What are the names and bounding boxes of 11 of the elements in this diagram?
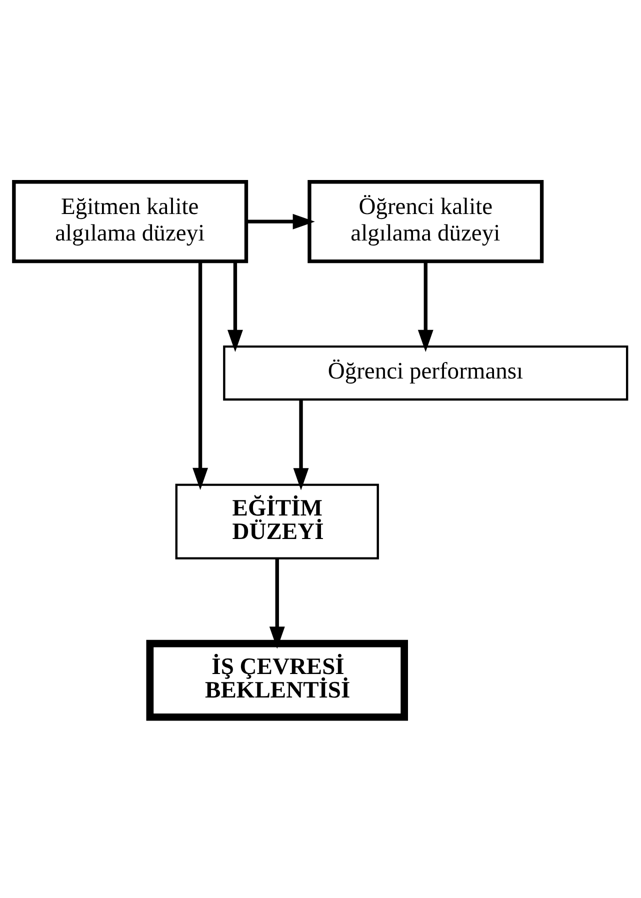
arrow xyxy=(227,260,243,352)
arrow xyxy=(192,260,208,490)
node-box: Öğrenci performansı xyxy=(223,344,628,400)
arrow xyxy=(293,399,309,490)
node-box: Eğitmen kalite algılama düzeyi xyxy=(12,180,248,263)
arrow xyxy=(246,213,315,229)
node-box: Öğrenci kalite algılama düzeyi xyxy=(308,180,544,263)
arrow xyxy=(418,260,434,352)
arrow xyxy=(269,558,285,648)
node-box: İŞ ÇEVRESİ BEKLENTİSİ xyxy=(146,639,408,720)
node-box: EĞİTİM DÜZEYİ xyxy=(175,483,379,559)
